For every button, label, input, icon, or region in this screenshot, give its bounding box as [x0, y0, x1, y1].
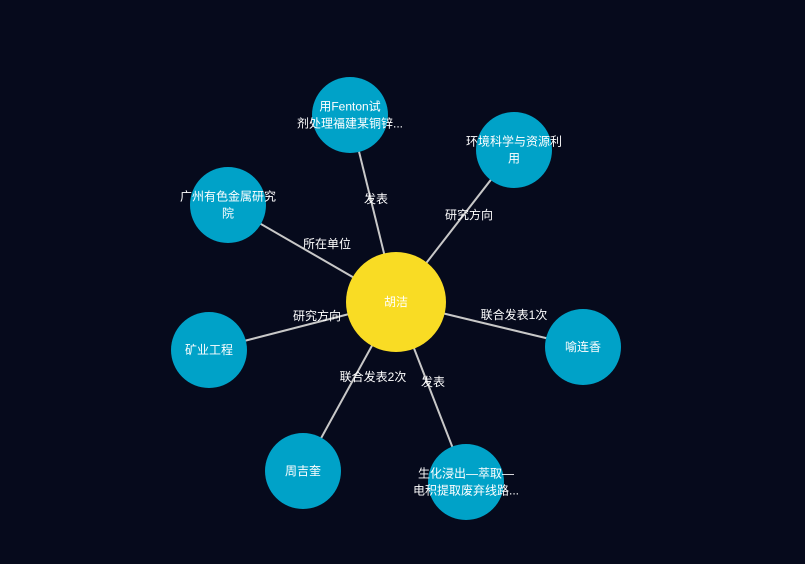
center-node-circle[interactable] — [346, 252, 446, 352]
edge-label-field2: 研究方向 — [293, 308, 341, 323]
node-paper2[interactable]: 生化浸出—萃取— 电积提取废弃线路... — [413, 444, 519, 520]
node-paper1-label: 剂处理福建某铜锌... — [297, 116, 403, 131]
node-institute-label: 广州有色金属研究 — [180, 189, 276, 204]
node-coauthor2[interactable]: 周吉奎 — [265, 433, 341, 509]
node-coauthor1[interactable]: 喻连香 — [545, 309, 621, 385]
node-coauthor1-label: 喻连香 — [565, 339, 601, 354]
node-field1-label: 环境科学与资源利 — [466, 134, 562, 149]
edge-label-institute: 所在单位 — [303, 236, 351, 251]
node-coauthor1-circle[interactable] — [545, 309, 621, 385]
node-field2-label: 矿业工程 — [185, 342, 233, 357]
edge-label-paper1: 发表 — [364, 191, 388, 206]
edge-label-paper2: 发表 — [421, 374, 445, 389]
node-institute-circle[interactable] — [190, 167, 266, 243]
node-paper2-label: 电积提取废弃线路... — [413, 483, 519, 498]
node-field1-label: 用 — [508, 152, 520, 166]
node-paper1-label: 用Fenton试 — [319, 99, 380, 114]
node-coauthor2-circle[interactable] — [265, 433, 341, 509]
node-paper1-circle[interactable] — [312, 77, 388, 153]
node-institute-label: 院 — [222, 207, 234, 221]
node-field2-circle[interactable] — [171, 312, 247, 388]
node-field2[interactable]: 矿业工程 — [171, 312, 247, 388]
center-node[interactable]: 胡洁 — [346, 252, 446, 352]
node-paper2-circle[interactable] — [428, 444, 504, 520]
node-field1-circle[interactable] — [476, 112, 552, 188]
node-coauthor2-label: 周吉奎 — [285, 463, 321, 478]
edge-label-coauthor1: 联合发表1次 — [481, 307, 548, 322]
node-paper1[interactable]: 用Fenton试剂处理福建某铜锌... — [297, 77, 403, 153]
center-node-label: 胡洁 — [384, 295, 408, 309]
edge-label-coauthor2: 联合发表2次 — [340, 369, 407, 384]
node-paper2-label: 生化浸出—萃取— — [418, 467, 514, 481]
edge-labels-layer: 发表研究方向所在单位联合发表1次研究方向联合发表2次发表 — [293, 191, 547, 389]
edge-label-field1: 研究方向 — [445, 207, 493, 222]
